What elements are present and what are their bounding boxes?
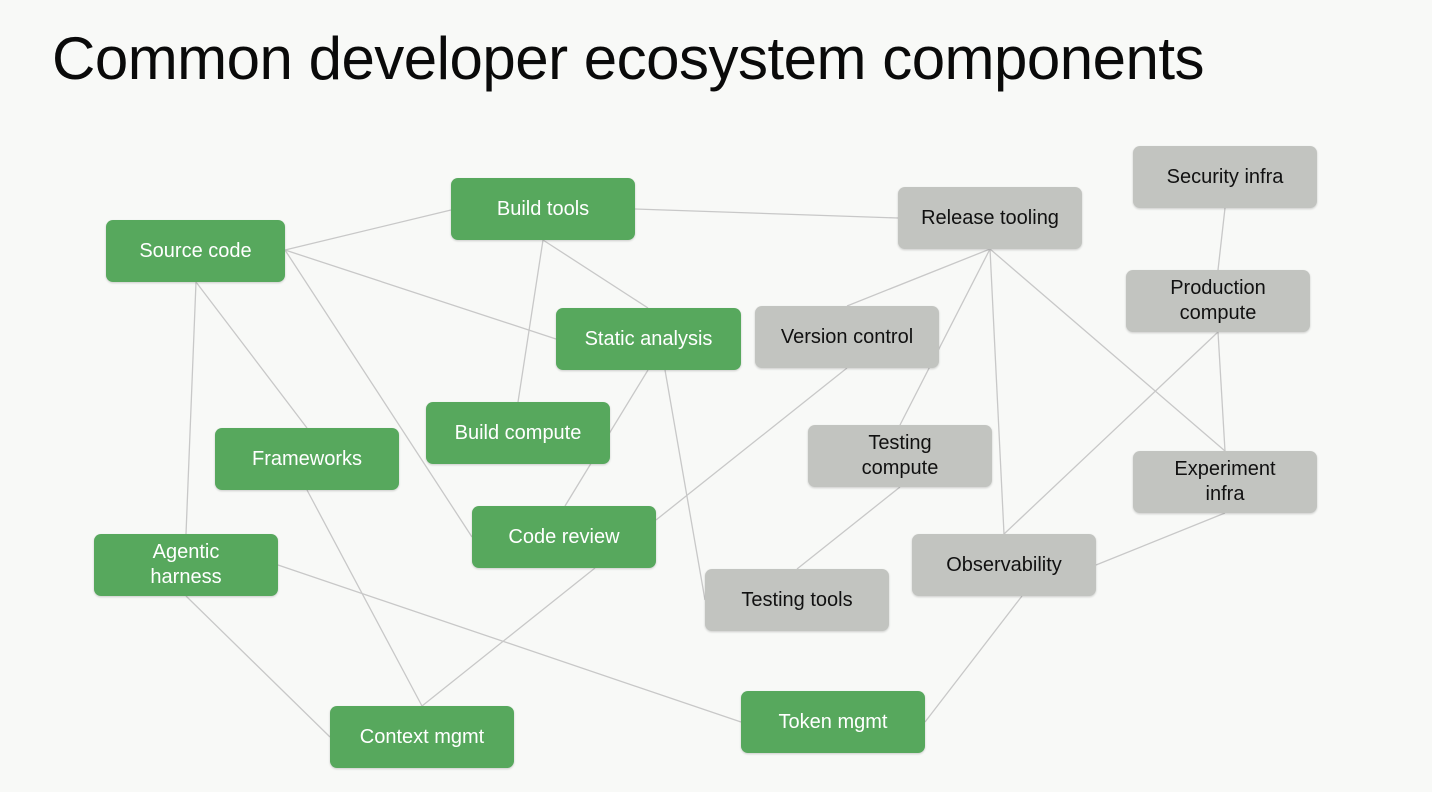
node-observability: Observability <box>912 534 1096 596</box>
edge-release-tooling-to-version-control <box>846 248 991 307</box>
node-production-compute: Production compute <box>1126 270 1310 332</box>
edge-release-tooling-to-testing-compute <box>899 248 991 426</box>
edge-static-analysis-to-testing-tools <box>664 369 706 601</box>
node-frameworks: Frameworks <box>215 428 399 490</box>
edge-source-code-to-code-review <box>284 249 473 538</box>
edge-observability-to-token-mgmt <box>924 595 1023 723</box>
edge-source-code-to-frameworks <box>195 281 308 429</box>
edge-build-tools-to-build-compute <box>517 239 544 403</box>
node-release-tooling: Release tooling <box>898 187 1082 249</box>
node-agentic-harness: Agentic harness <box>94 534 278 596</box>
edge-build-tools-to-release-tooling <box>634 208 899 219</box>
node-version-control: Version control <box>755 306 939 368</box>
edge-production-compute-to-experiment-infra <box>1217 331 1226 452</box>
edge-experiment-infra-to-observability <box>1095 512 1226 566</box>
edge-testing-compute-to-testing-tools <box>796 486 901 570</box>
edge-release-tooling-to-observability <box>989 248 1005 535</box>
node-source-code: Source code <box>106 220 285 282</box>
edge-security-infra-to-production-compute <box>1217 207 1226 271</box>
node-build-compute: Build compute <box>426 402 610 464</box>
edge-build-tools-to-static-analysis <box>542 239 649 309</box>
edge-agentic-harness-to-token-mgmt <box>277 564 742 723</box>
node-static-analysis: Static analysis <box>556 308 741 370</box>
node-testing-compute: Testing compute <box>808 425 992 487</box>
edge-frameworks-to-context-mgmt <box>306 489 423 707</box>
node-security-infra: Security infra <box>1133 146 1317 208</box>
edge-production-compute-to-observability <box>1003 331 1219 535</box>
edge-source-code-to-build-tools <box>284 209 452 251</box>
edge-source-code-to-static-analysis <box>284 249 557 340</box>
edge-version-control-to-code-review <box>655 367 848 521</box>
edge-agentic-harness-to-context-mgmt <box>185 595 331 738</box>
node-testing-tools: Testing tools <box>705 569 889 631</box>
edge-release-tooling-to-experiment-infra <box>989 248 1226 452</box>
edge-source-code-to-agentic-harness <box>185 281 197 535</box>
node-experiment-infra: Experiment infra <box>1133 451 1317 513</box>
edge-code-review-to-context-mgmt <box>421 567 596 707</box>
node-build-tools: Build tools <box>451 178 635 240</box>
node-token-mgmt: Token mgmt <box>741 691 925 753</box>
node-code-review: Code review <box>472 506 656 568</box>
node-context-mgmt: Context mgmt <box>330 706 514 768</box>
page-title: Common developer ecosystem components <box>52 25 1205 92</box>
